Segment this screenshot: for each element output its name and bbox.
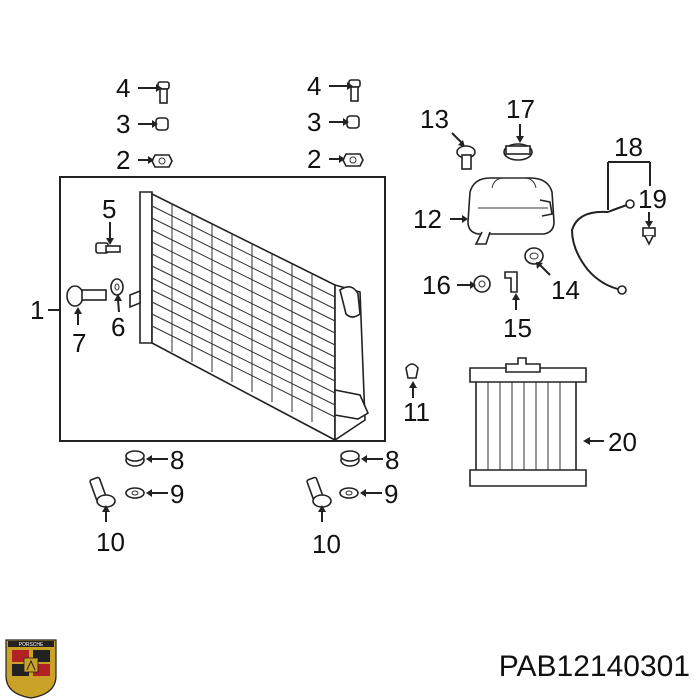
callout-10-right: 10	[312, 529, 341, 559]
bolt-7	[66, 285, 107, 307]
part-number: PAB12140301	[499, 650, 690, 683]
clip-19	[642, 227, 656, 246]
bolt-13	[456, 145, 476, 170]
callout-15: 15	[503, 313, 532, 343]
callout-1: 1	[30, 295, 44, 325]
washer-9-left	[125, 487, 145, 499]
callout-8-left: 8	[170, 445, 184, 475]
washer-9-right	[339, 487, 359, 499]
callout-19: 19	[638, 184, 667, 214]
callout-8-right: 8	[385, 445, 399, 475]
bolt-10-right	[306, 476, 332, 508]
bushing-8-left	[125, 450, 145, 467]
washer-6	[110, 278, 124, 296]
callout-17: 17	[506, 94, 535, 124]
radiator-1	[129, 191, 370, 442]
callout-3-left: 3	[116, 109, 130, 139]
callout-13: 13	[420, 104, 449, 134]
callout-7: 7	[72, 328, 86, 358]
logo-wordmark: PORSCHE	[19, 642, 44, 648]
callout-4-left: 4	[116, 73, 130, 103]
expansion-tank-12	[467, 177, 555, 245]
porsche-crest-logo: PORSCHE	[5, 639, 57, 699]
callout-10-left: 10	[96, 527, 125, 557]
cap-17	[503, 143, 533, 161]
callout-2-right: 2	[307, 144, 321, 174]
callout-9-right: 9	[384, 479, 398, 509]
bolt-4-right	[348, 79, 361, 102]
bolt-10-left	[89, 476, 116, 508]
hose-18	[570, 199, 635, 295]
nut-2-left	[151, 154, 173, 168]
cap-14	[524, 247, 544, 265]
bushing-8-right	[340, 450, 360, 467]
callout-5: 5	[102, 194, 116, 224]
nut-2-right	[342, 153, 364, 167]
callout-6: 6	[111, 312, 125, 342]
callout-12: 12	[413, 204, 442, 234]
nut-16	[473, 275, 491, 293]
callout-16: 16	[422, 270, 451, 300]
callout-18: 18	[614, 132, 643, 162]
callout-2-left: 2	[116, 145, 130, 175]
grommet-11	[405, 363, 419, 379]
radiator-20	[469, 357, 587, 487]
bolt-4-left	[157, 81, 170, 104]
callout-11: 11	[403, 397, 430, 427]
bolt-5	[95, 242, 121, 254]
callout-4-right: 4	[307, 71, 321, 101]
callout-3-right: 3	[307, 107, 321, 137]
bracket-15	[504, 271, 518, 293]
callout-20: 20	[608, 427, 637, 457]
callout-9-left: 9	[170, 479, 184, 509]
callout-14: 14	[551, 275, 580, 305]
